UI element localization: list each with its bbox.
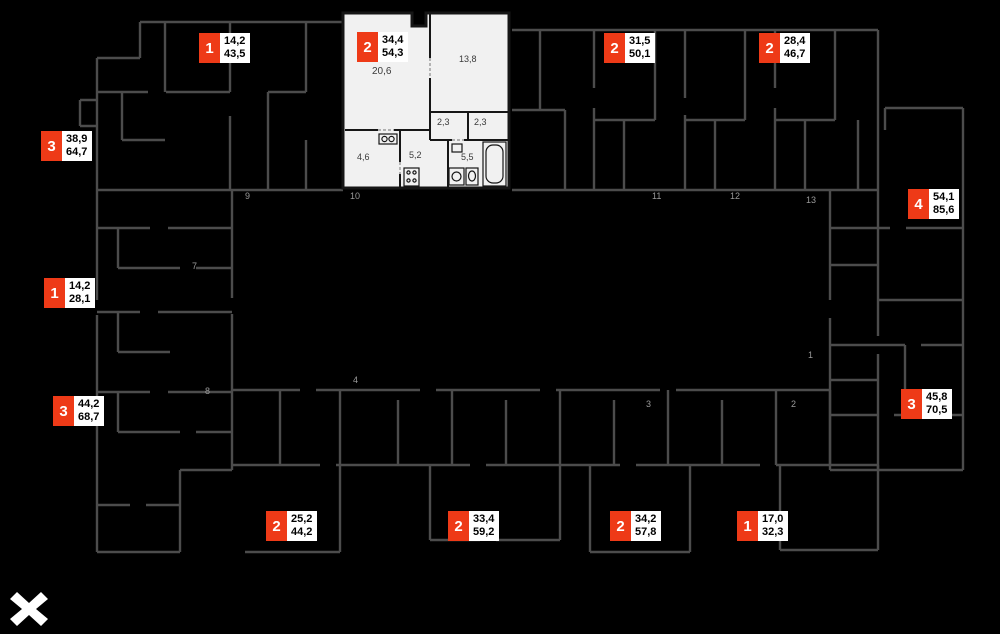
plan-number: 4: [353, 375, 359, 385]
apartment-area-top: 45,8: [926, 391, 948, 403]
apartment-area-top: 31,5: [629, 35, 651, 47]
apartment-label[interactable]: 1 14,2 28,1: [44, 278, 96, 308]
walls-top-right: [512, 28, 880, 192]
apartment-areas: 34,4 54,3: [378, 32, 409, 62]
apartment-rooms-badge: 3: [41, 131, 62, 161]
room-area-label: 2,3: [437, 117, 450, 127]
apartment-area-bottom: 70,5: [926, 404, 948, 416]
apartment-label[interactable]: 2 34,2 57,8: [610, 511, 662, 541]
apartment-area-bottom: 28,1: [69, 293, 91, 305]
apartment-areas: 14,2 28,1: [65, 278, 96, 308]
plan-number: 2: [791, 399, 797, 409]
apartment-rooms-badge: 4: [908, 189, 929, 219]
room-area-label: 5,2: [409, 150, 422, 160]
apartment-area-top: 33,4: [473, 513, 495, 525]
apartment-label[interactable]: 2 33,4 59,2: [448, 511, 500, 541]
apartment-rooms-badge: 2: [266, 511, 287, 541]
apartment-areas: 17,0 32,3: [758, 511, 789, 541]
apartment-area-bottom: 85,6: [933, 204, 955, 216]
apartment-areas: 45,8 70,5: [922, 389, 953, 419]
room-area-label: 13,8: [459, 54, 477, 64]
apartment-areas: 34,2 57,8: [631, 511, 662, 541]
apartment-areas: 25,2 44,2: [287, 511, 318, 541]
room-area-label: 20,6: [372, 66, 392, 77]
walls-bottom-wing: [232, 388, 880, 554]
apartment-rooms-badge: 2: [604, 33, 625, 63]
apartment-area-top: 14,2: [69, 280, 91, 292]
apartment-area-bottom: 43,5: [224, 48, 246, 60]
bathroom-fixtures: [448, 141, 507, 187]
apartment-label[interactable]: 1 17,0 32,3: [737, 511, 789, 541]
room-area-label: 4,6: [357, 152, 370, 162]
apartment-label-highlighted[interactable]: 2 34,4 54,3: [357, 32, 409, 62]
apartment-area-top: 34,2: [635, 513, 657, 525]
apartment-label[interactable]: 2 25,2 44,2: [266, 511, 318, 541]
apartment-areas: 28,4 46,7: [780, 33, 811, 63]
apartment-label[interactable]: 1 14,2 43,5: [199, 33, 251, 63]
apartment-area-bottom: 68,7: [78, 411, 100, 423]
apartment-label[interactable]: 3 38,9 64,7: [41, 131, 93, 161]
apartment-areas: 54,1 85,6: [929, 189, 960, 219]
apartment-rooms-badge: 1: [737, 511, 758, 541]
plan-number: 7: [192, 261, 198, 271]
apartment-areas: 44,2 68,7: [74, 396, 105, 426]
apartment-area-top: 14,2: [224, 35, 246, 47]
apartment-label[interactable]: 2 31,5 50,1: [604, 33, 656, 63]
apartment-rooms-badge: 1: [199, 33, 220, 63]
apartment-area-bottom: 57,8: [635, 526, 657, 538]
apartment-rooms-badge: 2: [448, 511, 469, 541]
apartment-inner-walls: [345, 13, 509, 188]
apartment-rooms-badge: 2: [610, 511, 631, 541]
plan-number: 9: [245, 191, 251, 201]
apartment-area-top: 54,1: [933, 191, 955, 203]
x-marker-icon[interactable]: [10, 592, 48, 626]
apartment-areas: 33,4 59,2: [469, 511, 500, 541]
plan-number: 12: [730, 191, 741, 201]
apartment-area-bottom: 59,2: [473, 526, 495, 538]
plan-number: 3: [646, 399, 652, 409]
apartment-area-bottom: 32,3: [762, 526, 784, 538]
room-area-label: 5,5: [461, 152, 474, 162]
apartment-area-top: 44,2: [78, 398, 100, 410]
apartment-rooms-badge: 2: [759, 33, 780, 63]
apartment-rooms-badge: 3: [901, 389, 922, 419]
apartment-areas: 14,2 43,5: [220, 33, 251, 63]
apartment-areas: 31,5 50,1: [625, 33, 656, 63]
apartment-label[interactable]: 3 44,2 68,7: [53, 396, 105, 426]
apartment-area-top: 38,9: [66, 133, 88, 145]
plan-number: 10: [350, 191, 361, 201]
apartment-area-top: 34,4: [382, 34, 404, 46]
apartment-areas: 38,9 64,7: [62, 131, 93, 161]
apartment-area-top: 25,2: [291, 513, 313, 525]
apartment-area-bottom: 44,2: [291, 526, 313, 538]
apartment-area-bottom: 46,7: [784, 48, 806, 60]
walls-left-wing: [95, 190, 234, 554]
apartment-area-bottom: 64,7: [66, 146, 88, 158]
kitchen-fixtures: [378, 133, 420, 187]
apartment-rooms-badge: 3: [53, 396, 74, 426]
apartment-area-bottom: 54,3: [382, 47, 404, 59]
room-area-label: 2,3: [474, 117, 487, 127]
apartment-label[interactable]: 2 28,4 46,7: [759, 33, 811, 63]
apartment-area-top: 17,0: [762, 513, 784, 525]
apartment-rooms-badge: 1: [44, 278, 65, 308]
apartment-rooms-badge: 2: [357, 32, 378, 62]
plan-number: 13: [806, 195, 817, 205]
apartment-area-top: 28,4: [784, 35, 806, 47]
apartment-area-bottom: 50,1: [629, 48, 651, 60]
apartment-label[interactable]: 3 45,8 70,5: [901, 389, 953, 419]
plan-number: 1: [808, 350, 814, 360]
apartment-label[interactable]: 4 54,1 85,6: [908, 189, 960, 219]
plan-number: 8: [205, 386, 211, 396]
walls-top-left: [78, 20, 343, 192]
apartment-door-openings: [378, 58, 464, 174]
plan-number: 11: [652, 191, 662, 201]
